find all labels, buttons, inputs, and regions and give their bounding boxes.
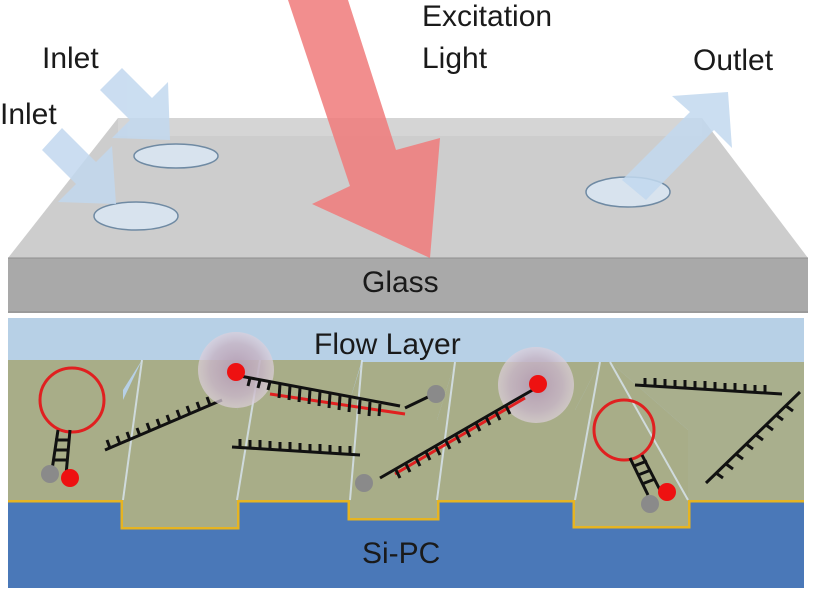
dna-duplex	[227, 363, 445, 417]
dna-duplex	[355, 375, 547, 492]
excitation-label: Light	[422, 42, 488, 75]
si-pc-label: Si-PC	[362, 537, 441, 570]
outlet-label: Outlet	[693, 44, 774, 77]
excitation-label: Excitation	[422, 0, 553, 33]
pattern-tile	[575, 362, 688, 526]
inlet-label: Inlet	[0, 98, 57, 131]
inlet-arrow	[42, 128, 116, 204]
dna-strand	[634, 378, 783, 396]
hairpin-probe-left	[38, 366, 106, 487]
hairpin-probe-right	[592, 398, 676, 513]
inlet-arrow	[100, 68, 170, 140]
excitation-arrow	[288, 0, 440, 258]
dna-probes	[38, 332, 802, 513]
dna-strand	[104, 396, 223, 452]
glass-label: Glass	[362, 266, 439, 299]
inlet-port	[93, 201, 179, 231]
inlet-port	[133, 143, 219, 169]
dna-strand	[231, 439, 361, 457]
outlet-arrow	[622, 92, 732, 200]
dna-strand	[704, 390, 802, 485]
flow-arrows	[42, 68, 732, 204]
pattern-tile	[610, 362, 804, 500]
flow-layer-label: Flow Layer	[314, 328, 461, 361]
inlet-label: Inlet	[42, 42, 99, 75]
